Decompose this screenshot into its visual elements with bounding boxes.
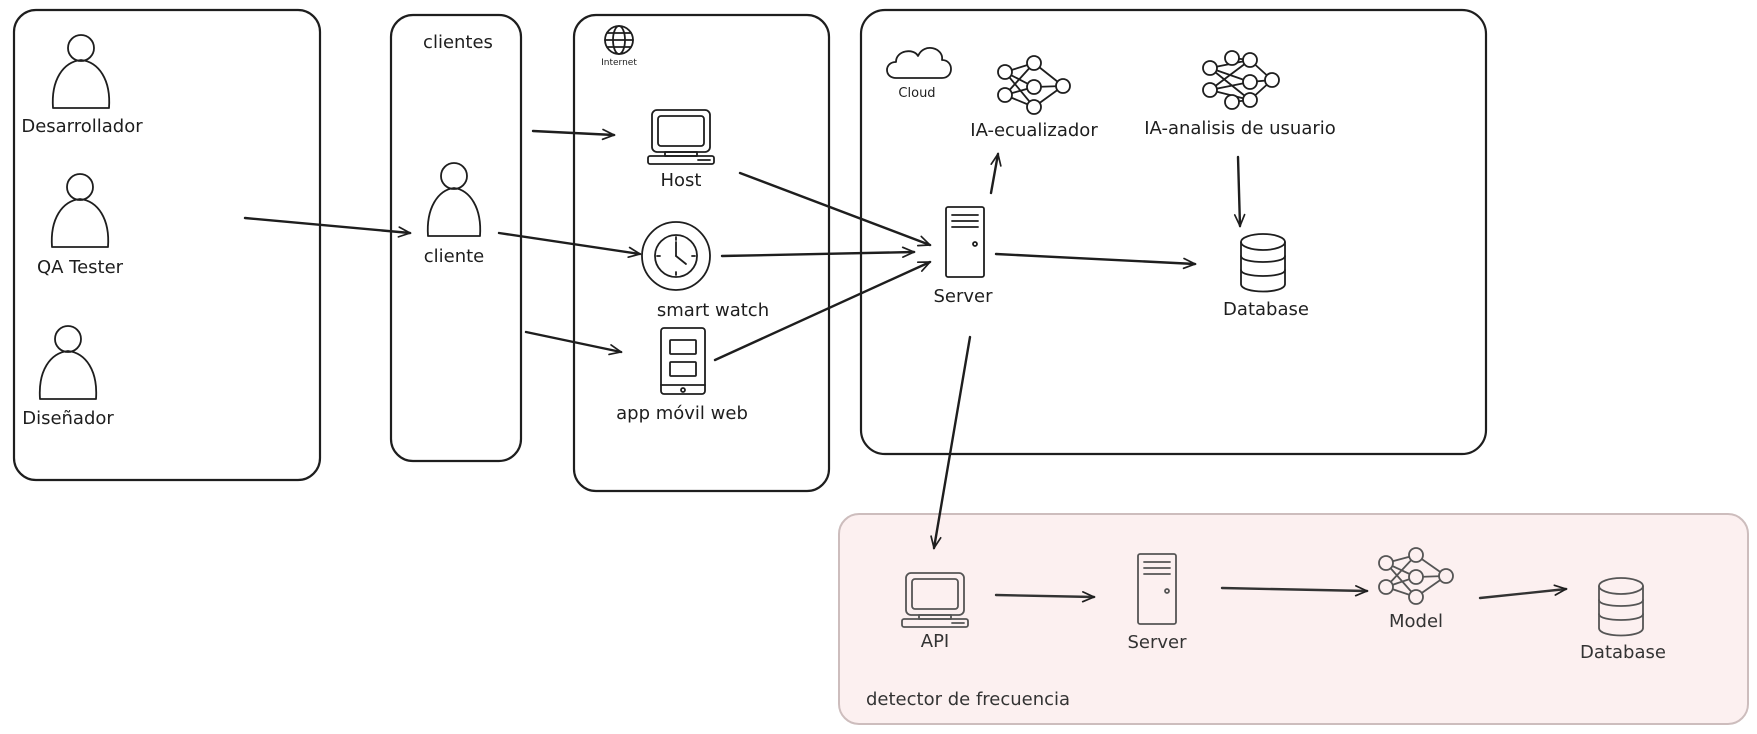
cliente-label: cliente [424, 246, 485, 267]
desarrollador-label: Desarrollador [21, 116, 143, 137]
arrow-server-to-model [1220, 588, 1367, 591]
arrow-api-to-server [994, 595, 1094, 597]
server-icon-cloud [945, 206, 985, 278]
smart-watch-label: smart watch [657, 300, 769, 321]
server-cloud-label: Server [933, 286, 993, 307]
arrow-model-to-database [1478, 589, 1566, 600]
arrow-phone-to-server [713, 260, 930, 362]
neural-network-icon-ia-analisis [1202, 50, 1280, 110]
person-icon-cliente [426, 162, 482, 237]
arrow-cliente-to-watch [497, 231, 640, 254]
disenador-label: Diseñador [22, 408, 114, 429]
computer-icon-host [647, 109, 715, 165]
detector-group-box [838, 513, 1749, 725]
arrow-team-to-cliente [243, 216, 410, 233]
cloud-label: Cloud [898, 86, 935, 101]
computer-icon-api [901, 572, 969, 628]
qa-tester-label: QA Tester [37, 257, 124, 278]
internet-label: Internet [601, 58, 637, 68]
arrow-server-to-database [994, 252, 1195, 264]
cloud-icon [886, 47, 952, 79]
phone-icon-app-movil [660, 327, 706, 395]
arrow-clientes-to-phone [524, 330, 621, 352]
arrow-ia-analisis-to-database [1238, 155, 1240, 226]
person-icon-desarrollador [51, 34, 111, 109]
app-movil-web-label: app móvil web [616, 403, 748, 424]
neural-network-icon-model [1378, 547, 1454, 605]
arrow-clientes-to-host [531, 131, 614, 135]
database-detector-label: Database [1580, 642, 1666, 663]
person-icon-qa-tester [50, 173, 110, 248]
arrow-server-to-api [934, 335, 972, 548]
model-label: Model [1389, 611, 1443, 632]
server-icon-detector [1137, 553, 1177, 625]
neural-network-icon-ia-ecualizador [997, 55, 1071, 115]
arrow-host-to-server [738, 171, 930, 245]
person-icon-disenador [38, 325, 98, 400]
clock-icon-smart-watch [641, 221, 711, 291]
ia-ecualizador-label: IA-ecualizador [970, 120, 1098, 141]
server-detector-label: Server [1127, 632, 1187, 653]
ia-analisis-label: IA-analisis de usuario [1144, 118, 1336, 139]
database-icon-detector [1598, 577, 1644, 637]
arrow-server-to-ia-ecualizador [989, 154, 998, 195]
arrow-watch-to-server [720, 252, 914, 256]
detector-title: detector de frecuencia [866, 689, 1070, 710]
database-icon-cloud [1240, 233, 1286, 293]
globe-icon [604, 25, 634, 55]
host-label: Host [661, 170, 702, 191]
api-label: API [921, 631, 949, 652]
database-cloud-label: Database [1223, 299, 1309, 320]
cloud-group-box [859, 8, 1488, 456]
clientes-title: clientes [423, 32, 493, 53]
clientes-group-box [389, 13, 523, 463]
team-group-box [12, 8, 322, 482]
